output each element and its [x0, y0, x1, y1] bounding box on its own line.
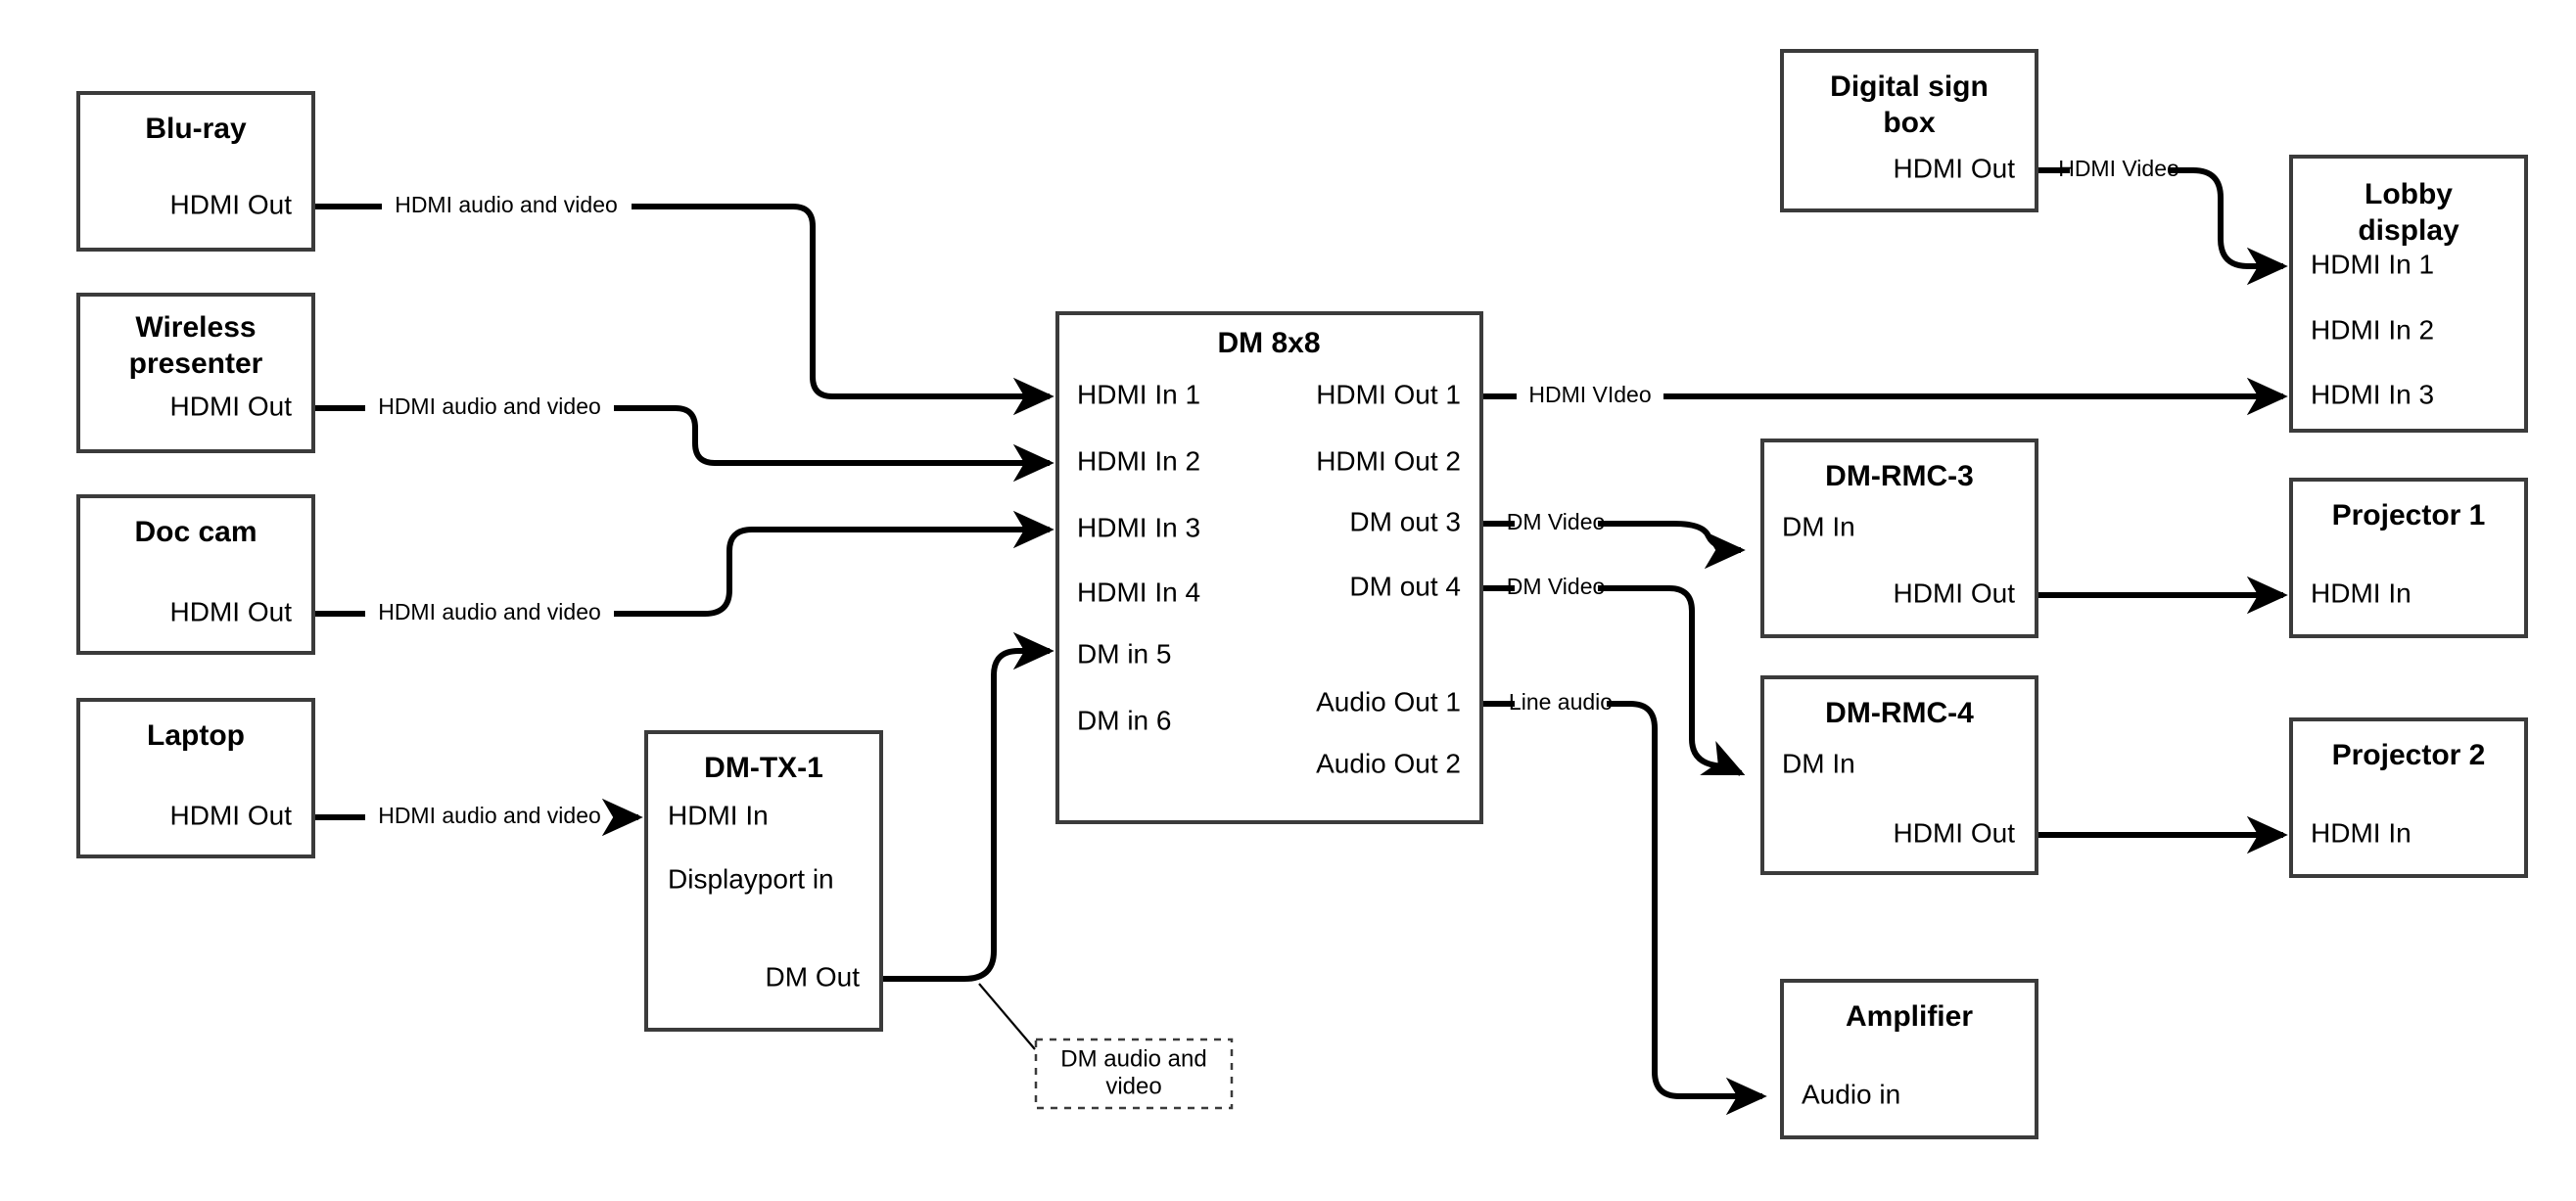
dm-8x8-input-hdmi-in-2: HDMI In 2 — [1077, 445, 1200, 476]
digital-sign-port-hdmi-out: HDMI Out — [1894, 153, 2016, 183]
node-laptop[interactable]: Laptop HDMI Out — [76, 698, 315, 858]
edge-label-laptop-to-dmtx1: HDMI audio and video — [378, 803, 601, 828]
dm-rmc-3-box[interactable] — [1760, 439, 2038, 638]
wireless-presenter-box[interactable] — [76, 293, 315, 453]
dm-8x8-output-dm-out-3: DM out 3 — [1349, 506, 1461, 536]
wire-bluray-to-dm8x8 — [313, 204, 1054, 416]
dm-rmc-3-port-hdmi-out: HDMI Out — [1894, 577, 2016, 608]
dm-8x8-output-hdmi-out-1: HDMI Out 1 — [1316, 379, 1461, 409]
node-dm-rmc-4[interactable]: DM-RMC-4 DM In HDMI Out — [1760, 675, 2038, 875]
lobby-display-input-hdmi-in-2: HDMI In 2 — [2311, 314, 2434, 345]
wire-dmtx1-to-dm8x8 — [881, 631, 1054, 1050]
note-dm-audio-and-video-line1: DM audio and — [1060, 1045, 1206, 1072]
projector-1-title: Projector 1 — [2332, 499, 2486, 531]
node-digital-sign-box[interactable]: Digital sign box HDMI Out — [1780, 49, 2038, 212]
dm-8x8-output-hdmi-out-2: HDMI Out 2 — [1316, 445, 1461, 476]
amplifier-title: Amplifier — [1846, 1000, 1973, 1033]
dm-8x8-output-audio-out-2: Audio Out 2 — [1316, 748, 1461, 778]
edge-label-dm8x8-dmout3-to-dmrmc3: DM Video — [1507, 509, 1606, 534]
amplifier-box[interactable] — [1780, 979, 2038, 1139]
node-amplifier[interactable]: Amplifier Audio in — [1780, 979, 2038, 1139]
wireless-presenter-title-line1: Wireless — [135, 311, 256, 344]
doc-cam-title: Doc cam — [134, 516, 257, 548]
dm-rmc-3-title: DM-RMC-3 — [1825, 460, 1974, 492]
node-doc-cam[interactable]: Doc cam HDMI Out — [76, 494, 315, 655]
note-dm-audio-and-video: DM audio and video — [1034, 1038, 1234, 1110]
dm-rmc-4-title: DM-RMC-4 — [1825, 697, 1974, 729]
wire-wireless-to-dm8x8 — [313, 405, 1054, 483]
dm-rmc-4-port-hdmi-out: HDMI Out — [1894, 817, 2016, 848]
node-dm-tx-1[interactable]: DM-TX-1 HDMI In Displayport in DM Out — [644, 730, 883, 1032]
projector-2-box[interactable] — [2289, 717, 2528, 878]
dm-rmc-4-box[interactable] — [1760, 675, 2038, 875]
dm-tx-1-port-displayport-in: Displayport in — [668, 863, 834, 894]
projector-2-title: Projector 2 — [2332, 739, 2486, 771]
dm-8x8-input-hdmi-in-1: HDMI In 1 — [1077, 379, 1200, 409]
dm-tx-1-port-hdmi-in: HDMI In — [668, 800, 769, 830]
node-bluray[interactable]: Blu-ray HDMI Out — [76, 91, 315, 252]
edge-label-doccam-to-dm8x8: HDMI audio and video — [378, 599, 601, 624]
bluray-title: Blu-ray — [145, 113, 247, 145]
node-projector-1[interactable]: Projector 1 HDMI In — [2289, 478, 2528, 638]
laptop-box[interactable] — [76, 698, 315, 858]
laptop-title: Laptop — [147, 719, 245, 752]
lobby-display-title-line2: display — [2358, 214, 2459, 247]
amplifier-port-audio-in: Audio in — [1802, 1079, 1900, 1109]
dm-tx-1-title: DM-TX-1 — [704, 752, 823, 784]
edge-label-dm8x8-dmout4-to-dmrmc4: DM Video — [1507, 574, 1606, 599]
wire-dm8x8-audioout1-to-amplifier — [1481, 701, 1767, 1116]
note-dm-audio-and-video-box — [1034, 1038, 1234, 1110]
bluray-port-hdmi-out: HDMI Out — [170, 189, 293, 219]
dm-tx-1-box[interactable] — [644, 730, 883, 1032]
node-wireless-presenter[interactable]: Wireless presenter HDMI Out — [76, 293, 315, 453]
dm-8x8-output-audio-out-1: Audio Out 1 — [1316, 686, 1461, 716]
dm-rmc-4-port-dm-in: DM In — [1782, 748, 1855, 778]
wireless-presenter-port-hdmi-out: HDMI Out — [170, 391, 293, 421]
dm-tx-1-port-dm-out: DM Out — [766, 961, 861, 992]
bluray-box[interactable] — [76, 91, 315, 252]
dm-8x8-input-hdmi-in-3: HDMI In 3 — [1077, 512, 1200, 542]
dm-8x8-input-dm-in-5: DM in 5 — [1077, 638, 1171, 669]
edge-label-dm8x8-hdmiout1-to-lobby: HDMI VIdeo — [1528, 382, 1651, 407]
wire-dm8x8-dmout4-to-dmrmc4 — [1481, 585, 1746, 776]
dm-8x8-title: DM 8x8 — [1217, 327, 1320, 359]
note-dm-audio-and-video-line2: video — [1105, 1073, 1161, 1099]
edge-label-digitalsign-to-lobby: HDMI Video — [2058, 156, 2179, 181]
projector-2-port-hdmi-in: HDMI In — [2311, 817, 2412, 848]
node-dm-8x8[interactable]: DM 8x8 HDMI In 1 HDMI In 2 HDMI In 3 HDM… — [1055, 311, 1483, 824]
edge-label-wireless-to-dm8x8: HDMI audio and video — [378, 393, 601, 419]
node-projector-2[interactable]: Projector 2 HDMI In — [2289, 717, 2528, 878]
wire-dm8x8-dmout3-to-dmrmc3 — [1481, 521, 1746, 570]
doc-cam-port-hdmi-out: HDMI Out — [170, 596, 293, 626]
lobby-display-title-line1: Lobby — [2365, 178, 2453, 210]
digital-sign-box[interactable] — [1780, 49, 2038, 212]
doc-cam-box[interactable] — [76, 494, 315, 655]
dm-8x8-box[interactable] — [1055, 311, 1483, 824]
edge-label-dm8x8-audioout1-to-amplifier: Line audio — [1509, 689, 1613, 715]
dm-rmc-3-port-dm-in: DM In — [1782, 511, 1855, 541]
edge-labels: HDMI audio and video HDMI audio and vide… — [378, 156, 2179, 828]
digital-sign-title-line1: Digital sign — [1830, 70, 1989, 103]
dm-8x8-input-dm-in-6: DM in 6 — [1077, 705, 1171, 735]
edge-label-bluray-to-dm8x8: HDMI audio and video — [395, 192, 618, 217]
wire-doccam-to-dm8x8 — [313, 510, 1054, 617]
wireless-presenter-title-line2: presenter — [129, 347, 263, 380]
projector-1-port-hdmi-in: HDMI In — [2311, 577, 2412, 608]
lobby-display-input-hdmi-in-1: HDMI In 1 — [2311, 249, 2434, 279]
laptop-port-hdmi-out: HDMI Out — [170, 800, 293, 830]
wire-digitalsign-to-lobby — [2037, 167, 2288, 286]
lobby-display-box[interactable] — [2289, 155, 2528, 433]
projector-1-box[interactable] — [2289, 478, 2528, 638]
node-dm-rmc-3[interactable]: DM-RMC-3 DM In HDMI Out — [1760, 439, 2038, 638]
dm-8x8-input-hdmi-in-4: HDMI In 4 — [1077, 577, 1200, 607]
node-lobby-display[interactable]: Lobby display HDMI In 1 HDMI In 2 HDMI I… — [2289, 155, 2528, 433]
dm-8x8-output-dm-out-4: DM out 4 — [1349, 571, 1461, 601]
digital-sign-title-line2: box — [1883, 107, 1936, 139]
lobby-display-input-hdmi-in-3: HDMI In 3 — [2311, 379, 2434, 409]
